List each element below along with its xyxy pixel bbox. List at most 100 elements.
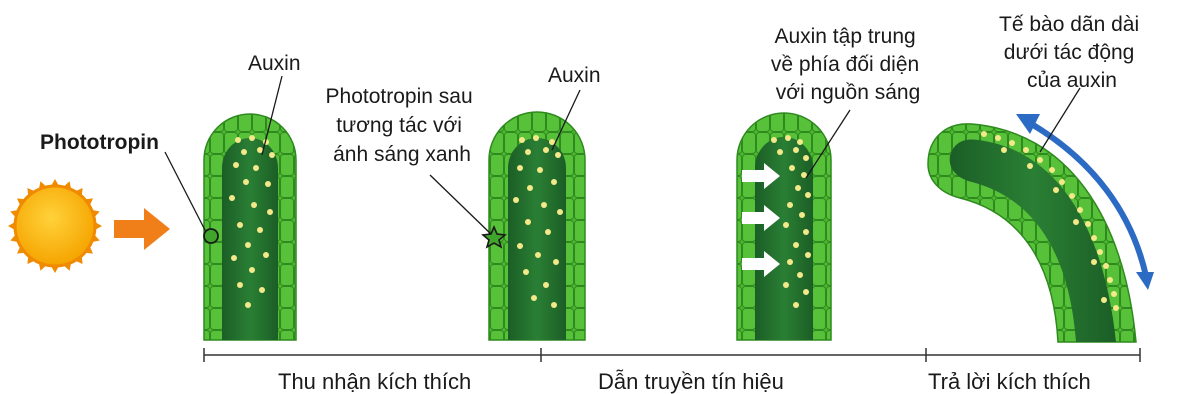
auxin-dot bbox=[555, 152, 561, 158]
auxin-dot bbox=[1073, 219, 1079, 225]
auxin-label-2: Auxin bbox=[548, 64, 601, 87]
auxin-dot bbox=[771, 137, 777, 143]
auxin-dot bbox=[525, 149, 531, 155]
auxin-dot bbox=[237, 222, 243, 228]
auxin-dot bbox=[253, 165, 259, 171]
auxin-dot bbox=[797, 272, 803, 278]
auxin-dot bbox=[241, 149, 247, 155]
auxin-dot bbox=[789, 165, 795, 171]
auxin-dot bbox=[237, 282, 243, 288]
cell-elongate-line-1: Tế bào dãn dài bbox=[999, 13, 1139, 36]
auxin-dot bbox=[541, 202, 547, 208]
auxin-dot bbox=[1053, 187, 1059, 193]
auxin-dot bbox=[233, 162, 239, 168]
auxin-dot bbox=[551, 302, 557, 308]
auxin-dot bbox=[787, 259, 793, 265]
stage-label-transmit: Dẫn truyền tín hiệu bbox=[598, 369, 784, 394]
auxin-dot bbox=[1091, 235, 1097, 241]
phototropin-after-line-3: ánh sáng xanh bbox=[333, 143, 471, 166]
auxin-dot bbox=[805, 192, 811, 198]
auxin-dot bbox=[557, 209, 563, 215]
auxin-dot bbox=[783, 282, 789, 288]
auxin-dot bbox=[1001, 147, 1007, 153]
auxin-dot bbox=[535, 252, 541, 258]
auxin-dot bbox=[1113, 305, 1119, 311]
auxin-dot bbox=[245, 302, 251, 308]
auxin-dot bbox=[1097, 249, 1103, 255]
auxin-dot bbox=[1049, 167, 1055, 173]
stem-4-curved bbox=[928, 124, 1136, 342]
auxin-dot bbox=[787, 202, 793, 208]
auxin-dot bbox=[1037, 157, 1043, 163]
light-arrow-icon bbox=[114, 208, 170, 250]
auxin-dot bbox=[1101, 297, 1107, 303]
auxin-dot bbox=[537, 167, 543, 173]
auxin-dot bbox=[777, 149, 783, 155]
auxin-dot bbox=[251, 202, 257, 208]
auxin-dot bbox=[269, 152, 275, 158]
auxin-dot bbox=[533, 135, 539, 141]
auxin-dot bbox=[517, 165, 523, 171]
auxin-dot bbox=[513, 197, 519, 203]
auxin-dot bbox=[229, 195, 235, 201]
auxin-dot bbox=[803, 155, 809, 161]
white-arrow-icon bbox=[742, 163, 780, 277]
auxin-dot bbox=[793, 242, 799, 248]
auxin-concentrate-label: Auxin tập trung về phía đối diện với ngu… bbox=[771, 25, 925, 104]
auxin-concentrate-line-2: về phía đối diện bbox=[771, 53, 919, 76]
auxin-dot bbox=[259, 287, 265, 293]
auxin-dot bbox=[249, 135, 255, 141]
auxin-dot bbox=[805, 252, 811, 258]
auxin-dot bbox=[249, 267, 255, 273]
auxin-dot bbox=[257, 227, 263, 233]
cell-elongate-label: Tế bào dãn dài dưới tác động của auxin bbox=[999, 13, 1145, 92]
auxin-dot bbox=[525, 219, 531, 225]
auxin-dot bbox=[553, 259, 559, 265]
cell-elongate-line-3: của auxin bbox=[1027, 69, 1117, 92]
auxin-concentrate-line-3: với nguồn sáng bbox=[776, 81, 921, 104]
auxin-dot bbox=[243, 179, 249, 185]
auxin-dot bbox=[263, 252, 269, 258]
auxin-dot bbox=[543, 282, 549, 288]
auxin-dot bbox=[531, 295, 537, 301]
auxin-dot bbox=[1059, 179, 1065, 185]
auxin-dot bbox=[995, 135, 1001, 141]
auxin-dot bbox=[803, 289, 809, 295]
stage-timeline bbox=[204, 348, 1140, 362]
phototropin-after-line-1: Phototropin sau bbox=[326, 85, 473, 108]
auxin-dot bbox=[1023, 147, 1029, 153]
auxin-dot bbox=[245, 242, 251, 248]
auxin-dot bbox=[799, 212, 805, 218]
auxin-dot bbox=[523, 269, 529, 275]
auxin-dot bbox=[235, 137, 241, 143]
stem-1 bbox=[204, 114, 296, 340]
auxin-dot bbox=[519, 137, 525, 143]
stem-2 bbox=[489, 112, 585, 340]
auxin-dot bbox=[527, 185, 533, 191]
phototropin-circle-marker bbox=[204, 229, 218, 243]
stage-label-respond: Trả lời kích thích bbox=[928, 369, 1091, 394]
auxin-dot bbox=[517, 243, 523, 249]
auxin-dot bbox=[1085, 221, 1091, 227]
auxin-dot bbox=[981, 131, 987, 137]
auxin-dot bbox=[543, 147, 549, 153]
auxin-dot bbox=[545, 229, 551, 235]
phototropin-leader bbox=[165, 152, 207, 234]
auxin-dot bbox=[267, 209, 273, 215]
stem-3 bbox=[737, 113, 831, 340]
auxin-dot bbox=[265, 181, 271, 187]
phototropin-after-label: Phototropin sau tương tác với ánh sáng x… bbox=[326, 85, 479, 166]
phototropin-label: Phototropin bbox=[40, 131, 159, 154]
sun-icon bbox=[8, 179, 102, 273]
auxin-dot bbox=[1027, 163, 1033, 169]
auxin-dot bbox=[1107, 277, 1113, 283]
auxin-dot bbox=[793, 302, 799, 308]
auxin-dot bbox=[785, 135, 791, 141]
auxin-dot bbox=[1077, 207, 1083, 213]
cell-elongate-line-2: dưới tác động bbox=[1004, 41, 1135, 64]
auxin-dot bbox=[1009, 140, 1015, 146]
auxin-dot bbox=[1069, 193, 1075, 199]
auxin-dot bbox=[783, 222, 789, 228]
auxin-dot bbox=[803, 229, 809, 235]
